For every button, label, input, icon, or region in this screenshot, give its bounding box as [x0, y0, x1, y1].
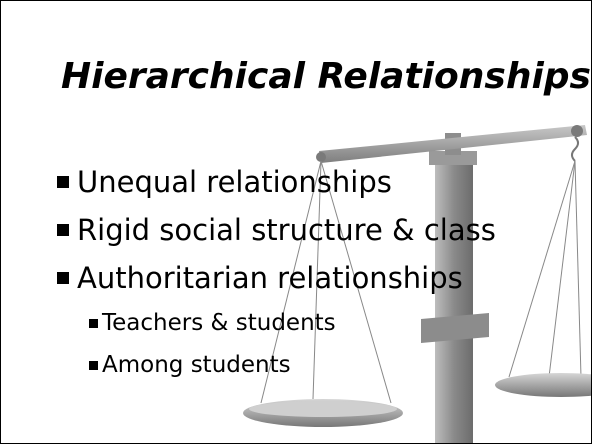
sub-bullet-item: Teachers & students — [89, 309, 336, 337]
bullet-item: Authoritarian relationships — [57, 261, 463, 295]
bullet-square-icon — [89, 318, 98, 328]
bullet-item: Rigid social structure & class — [57, 213, 496, 247]
bullet-item: Unequal relationships — [57, 165, 392, 199]
bullet-square-icon — [57, 176, 69, 188]
bullet-text: Rigid social structure & class — [77, 213, 496, 247]
bullet-square-icon — [89, 360, 98, 370]
bullet-square-icon — [57, 224, 69, 236]
slide-title: Hierarchical Relationships — [61, 56, 591, 97]
bullet-text: Unequal relationships — [77, 165, 392, 199]
bullet-text: Among students — [102, 352, 291, 378]
bullet-text: Authoritarian relationships — [77, 261, 463, 295]
bullet-text: Teachers & students — [102, 310, 336, 336]
sub-bullet-item: Among students — [89, 351, 291, 379]
bullet-square-icon — [57, 272, 69, 284]
